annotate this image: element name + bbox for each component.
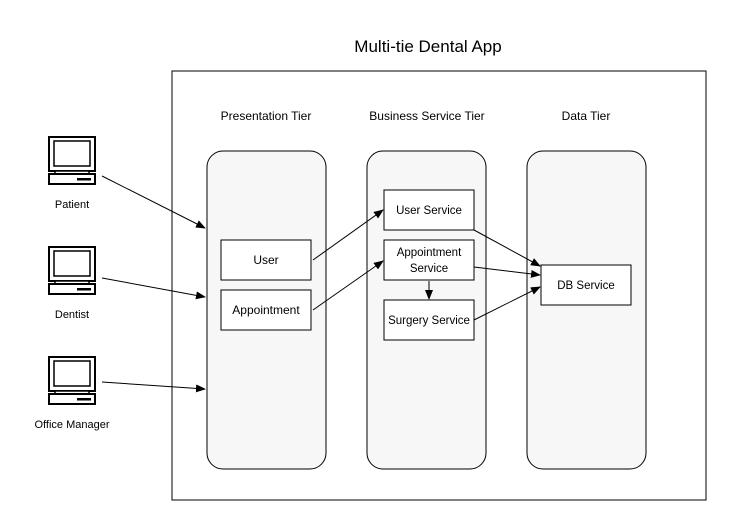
presentation-tier-header: Presentation Tier	[221, 109, 312, 123]
arrow-office-manager-to-presentation	[101, 381, 206, 393]
patient-computer-icon	[48, 136, 96, 185]
patient-label: Patient	[55, 199, 89, 211]
appointment-service-label-line2: Service	[410, 263, 448, 275]
dentist-label: Dentist	[55, 309, 89, 321]
user-service-label: User Service	[396, 205, 462, 217]
diagram-title: Multi-tie Dental App	[354, 37, 501, 56]
arrow-patient-to-presentation	[101, 175, 206, 229]
appointment-service-box	[383, 239, 475, 281]
user-service-box	[383, 189, 475, 231]
arrow-dentist-to-presentation	[101, 277, 206, 300]
arrow-user-service-to-db-service	[473, 229, 541, 267]
db-service-label: DB Service	[557, 280, 615, 292]
arrow-appointment-service-to-db-service	[473, 266, 541, 278]
office-manager-label: Office Manager	[34, 419, 109, 431]
user-component-box	[220, 239, 312, 281]
db-service-box	[540, 264, 632, 306]
arrow-user-to-user-service	[312, 209, 384, 261]
appointment-service-label-line1: Appointment	[397, 247, 462, 259]
dentist-computer-icon	[48, 246, 96, 295]
appointment-component-label: Appointment	[232, 303, 300, 317]
user-component-label: User	[253, 253, 278, 267]
appointment-component-box	[220, 289, 312, 331]
surgery-service-label: Surgery Service	[388, 315, 470, 327]
arrow-appointment-to-appointment-service	[312, 260, 384, 311]
business-tier-header: Business Service Tier	[369, 109, 484, 123]
arrow-surgery-service-to-db-service	[473, 286, 541, 321]
surgery-service-box	[383, 299, 475, 341]
office-manager-computer-icon	[48, 356, 96, 405]
data-tier-lane	[526, 150, 647, 470]
data-tier-header: Data Tier	[562, 109, 611, 123]
